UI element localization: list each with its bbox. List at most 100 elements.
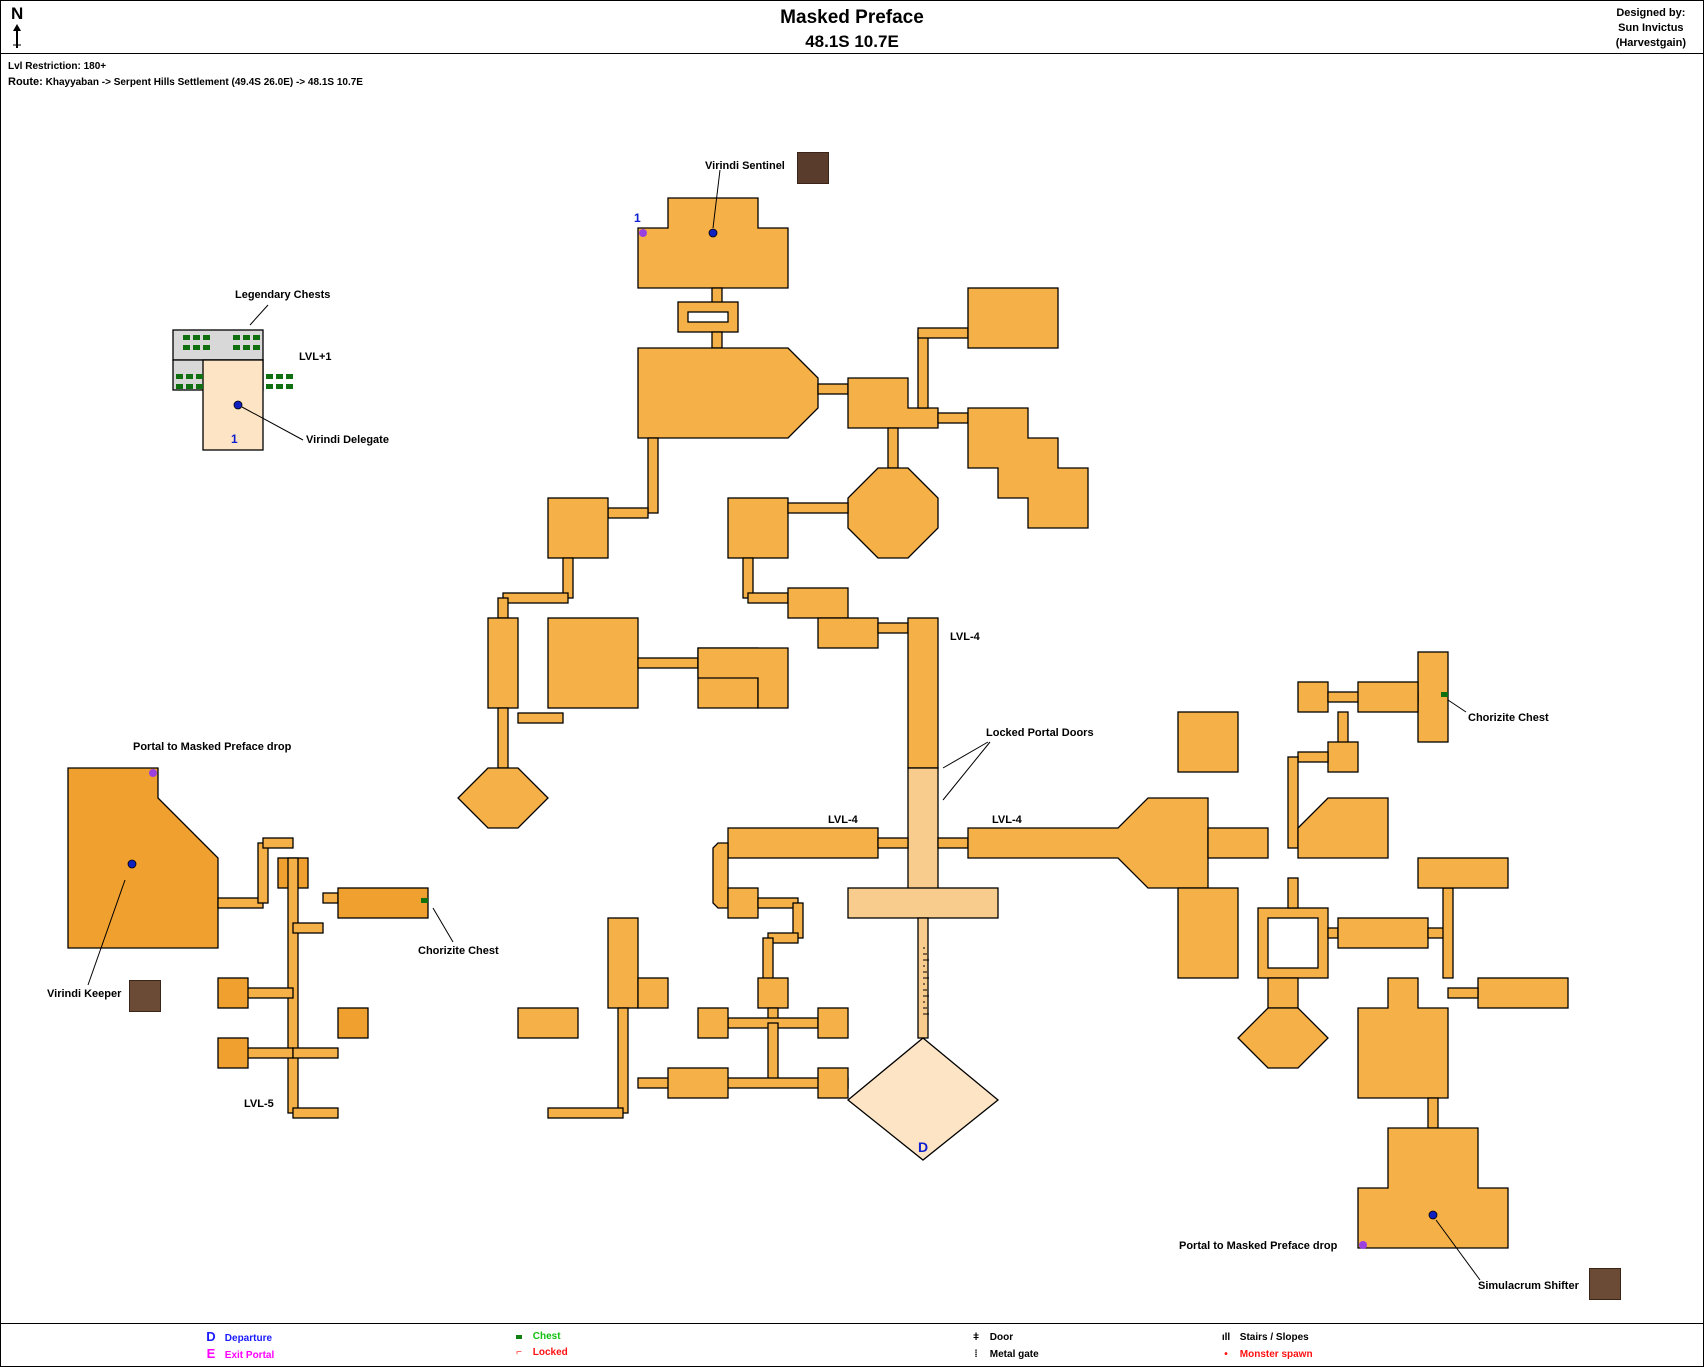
- chorizite-left-leader: [432, 907, 454, 943]
- west-room-1: [547, 497, 609, 559]
- label-legendary-chests: Legendary Chests: [235, 289, 331, 301]
- label-lvl-plus1: LVL+1: [299, 351, 332, 363]
- legendary-chest-icon: [276, 384, 283, 389]
- west-arm: [727, 827, 879, 859]
- label-locked-portal-doors: Locked Portal Doors: [986, 727, 1094, 739]
- legendary-chest-icon: [186, 384, 193, 389]
- corridor: [937, 412, 969, 424]
- compass-north-label: N: [11, 4, 24, 23]
- corridor: [497, 707, 509, 769]
- west-hex-room: [457, 767, 549, 829]
- locked-label: Locked: [532, 1347, 568, 1358]
- corridor: [917, 332, 929, 409]
- corridor: [637, 657, 699, 669]
- corridor: [877, 622, 909, 634]
- corridor: [292, 922, 324, 934]
- level-restriction-value: 180+: [83, 61, 107, 72]
- virindi-delegate-marker: [233, 400, 243, 410]
- legendary-chest-icon: [183, 345, 190, 350]
- simulacrum-shifter-portrait-icon: [1589, 1268, 1621, 1300]
- rooms-layer: [67, 197, 1569, 1249]
- legend-monster-spawn: • Monster spawn: [1215, 1349, 1312, 1360]
- portal-icon: [149, 769, 157, 777]
- sw-room-c: [697, 1007, 729, 1039]
- corridor: [917, 327, 969, 339]
- sw-bend: [712, 842, 729, 909]
- sw-double: [517, 1007, 579, 1039]
- chest-gallery-left: [337, 887, 429, 919]
- designed-by-label: Designed by:: [1616, 7, 1686, 19]
- corridor: [767, 1022, 779, 1084]
- compass-arrow-icon: [13, 24, 21, 48]
- corridor: [322, 892, 339, 904]
- corridor: [762, 937, 774, 984]
- route-label: Route:: [8, 76, 43, 88]
- corridor: [1447, 987, 1479, 999]
- door-label: Door: [989, 1332, 1014, 1343]
- door-icon: ǂ: [973, 1332, 979, 1343]
- east-room-3: [1177, 887, 1239, 979]
- stepped-room: [967, 407, 1089, 529]
- corridor: [517, 712, 564, 724]
- corridor: [292, 1047, 339, 1059]
- east-room-2: [1297, 797, 1389, 859]
- departure-marker: D: [918, 1139, 929, 1155]
- label-simulacrum-shifter: Simulacrum Shifter: [1478, 1280, 1579, 1292]
- corridor: [1287, 756, 1299, 849]
- delegate-leader: [241, 406, 304, 441]
- legendary-chest-icon: [243, 335, 250, 340]
- south-node: [1267, 977, 1299, 1009]
- chorizite-chest-left-icon: [421, 898, 428, 903]
- shifter-room: [1357, 1127, 1509, 1249]
- legendary-chest-icon: [193, 335, 200, 340]
- corridor: [1327, 927, 1339, 939]
- chests-leader: [249, 304, 269, 326]
- mid-room-1: [727, 497, 789, 559]
- left-room-c: [337, 1007, 369, 1039]
- east-gallery-2: [1337, 917, 1429, 949]
- legendary-chest-icon: [253, 345, 260, 350]
- corridor: [547, 1107, 624, 1119]
- south-hex: [1237, 1007, 1329, 1069]
- east-arm: [967, 797, 1209, 889]
- sentinel-leader: [712, 169, 721, 229]
- legendary-chest-icon: [203, 345, 210, 350]
- corridor: [562, 557, 574, 599]
- corridor: [607, 507, 649, 519]
- exit-symbol: E: [206, 1346, 216, 1361]
- legendary-chest-icon: [176, 384, 183, 389]
- label-lvl-minus4-top: LVL-4: [950, 631, 980, 643]
- central-west-room: [547, 617, 639, 709]
- left-room-b: [217, 1037, 249, 1069]
- corridor: [1442, 887, 1454, 979]
- corridor: [497, 597, 509, 619]
- ne-small: [1297, 681, 1329, 713]
- corridor: [617, 1007, 629, 1114]
- departure-room: [846, 1037, 1000, 1161]
- shifter-leader: [1435, 1219, 1481, 1281]
- metal-gate-label: Metal gate: [989, 1349, 1039, 1360]
- virindi-keeper-portrait-icon: [129, 980, 161, 1012]
- keeper-room: [67, 767, 219, 949]
- header-divider: [0, 53, 1704, 54]
- page-title: Masked Preface: [780, 7, 924, 28]
- level-restriction: Lvl Restriction: 180+: [8, 61, 106, 72]
- label-virindi-keeper: Virindi Keeper: [47, 988, 122, 1000]
- legendary-chest-icon: [266, 384, 273, 389]
- stairs-icon: ıll: [1221, 1332, 1231, 1343]
- sentinel-room: [637, 197, 789, 289]
- monster-spawn-icon: •: [1224, 1349, 1228, 1360]
- label-portal-drop-right: Portal to Masked Preface drop: [1179, 1240, 1338, 1252]
- corridor: [887, 427, 899, 469]
- east-gallery: [1207, 827, 1269, 859]
- portal-icon: [1359, 1241, 1367, 1249]
- route-value: Khayyaban -> Serpent Hills Settlement (4…: [45, 77, 363, 88]
- locked-door-leader-1: [942, 741, 989, 769]
- west-gallery: [487, 617, 519, 709]
- legend-door: ǂ Door: [965, 1332, 1013, 1343]
- level-restriction-label: Lvl Restriction:: [8, 61, 81, 72]
- corridor: [747, 592, 789, 604]
- route: Route: Khayyaban -> Serpent Hills Settle…: [8, 76, 363, 88]
- corridor: [257, 842, 269, 904]
